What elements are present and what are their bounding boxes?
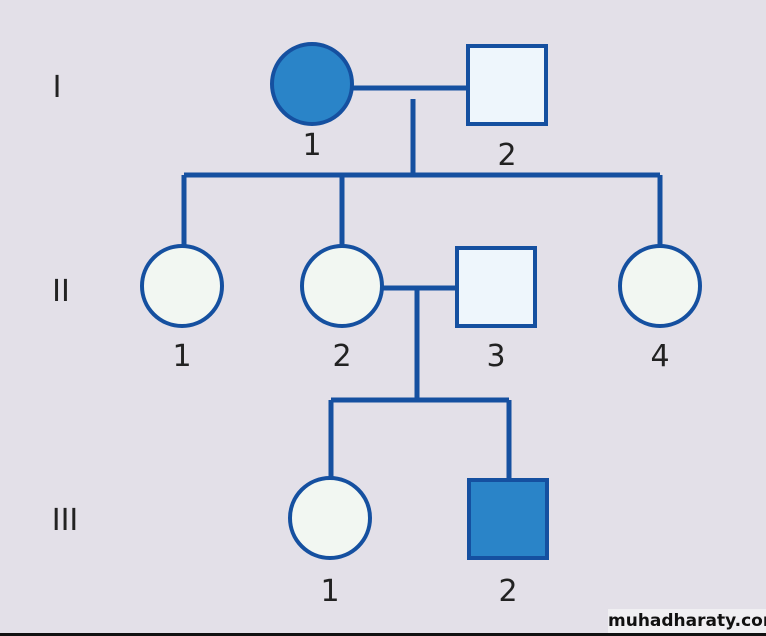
individual-label-III-2: 2 [498, 574, 517, 609]
unaffected-male-II-3 [455, 246, 537, 328]
individual-label-II-3: 3 [486, 339, 505, 374]
affected-female-I-1 [270, 42, 354, 126]
unaffected-male-I-2 [466, 44, 548, 126]
generation-label-II: II [52, 274, 70, 309]
individual-label-III-1: 1 [320, 574, 339, 609]
unaffected-female-II-2 [300, 244, 384, 328]
individual-label-I-2: 2 [497, 138, 516, 173]
unaffected-female-III-1 [288, 476, 372, 560]
individual-label-II-1: 1 [172, 339, 191, 374]
watermark: muhadharaty.com [608, 609, 766, 633]
generation-label-III: III [52, 503, 79, 538]
individual-label-II-4: 4 [650, 339, 669, 374]
unaffected-female-II-4 [618, 244, 702, 328]
bottom-border [0, 633, 766, 636]
generation-label-I: I [53, 70, 62, 105]
individual-label-I-1: 1 [302, 128, 321, 163]
individual-label-II-2: 2 [332, 339, 351, 374]
affected-male-III-2 [467, 478, 549, 560]
unaffected-female-II-1 [140, 244, 224, 328]
